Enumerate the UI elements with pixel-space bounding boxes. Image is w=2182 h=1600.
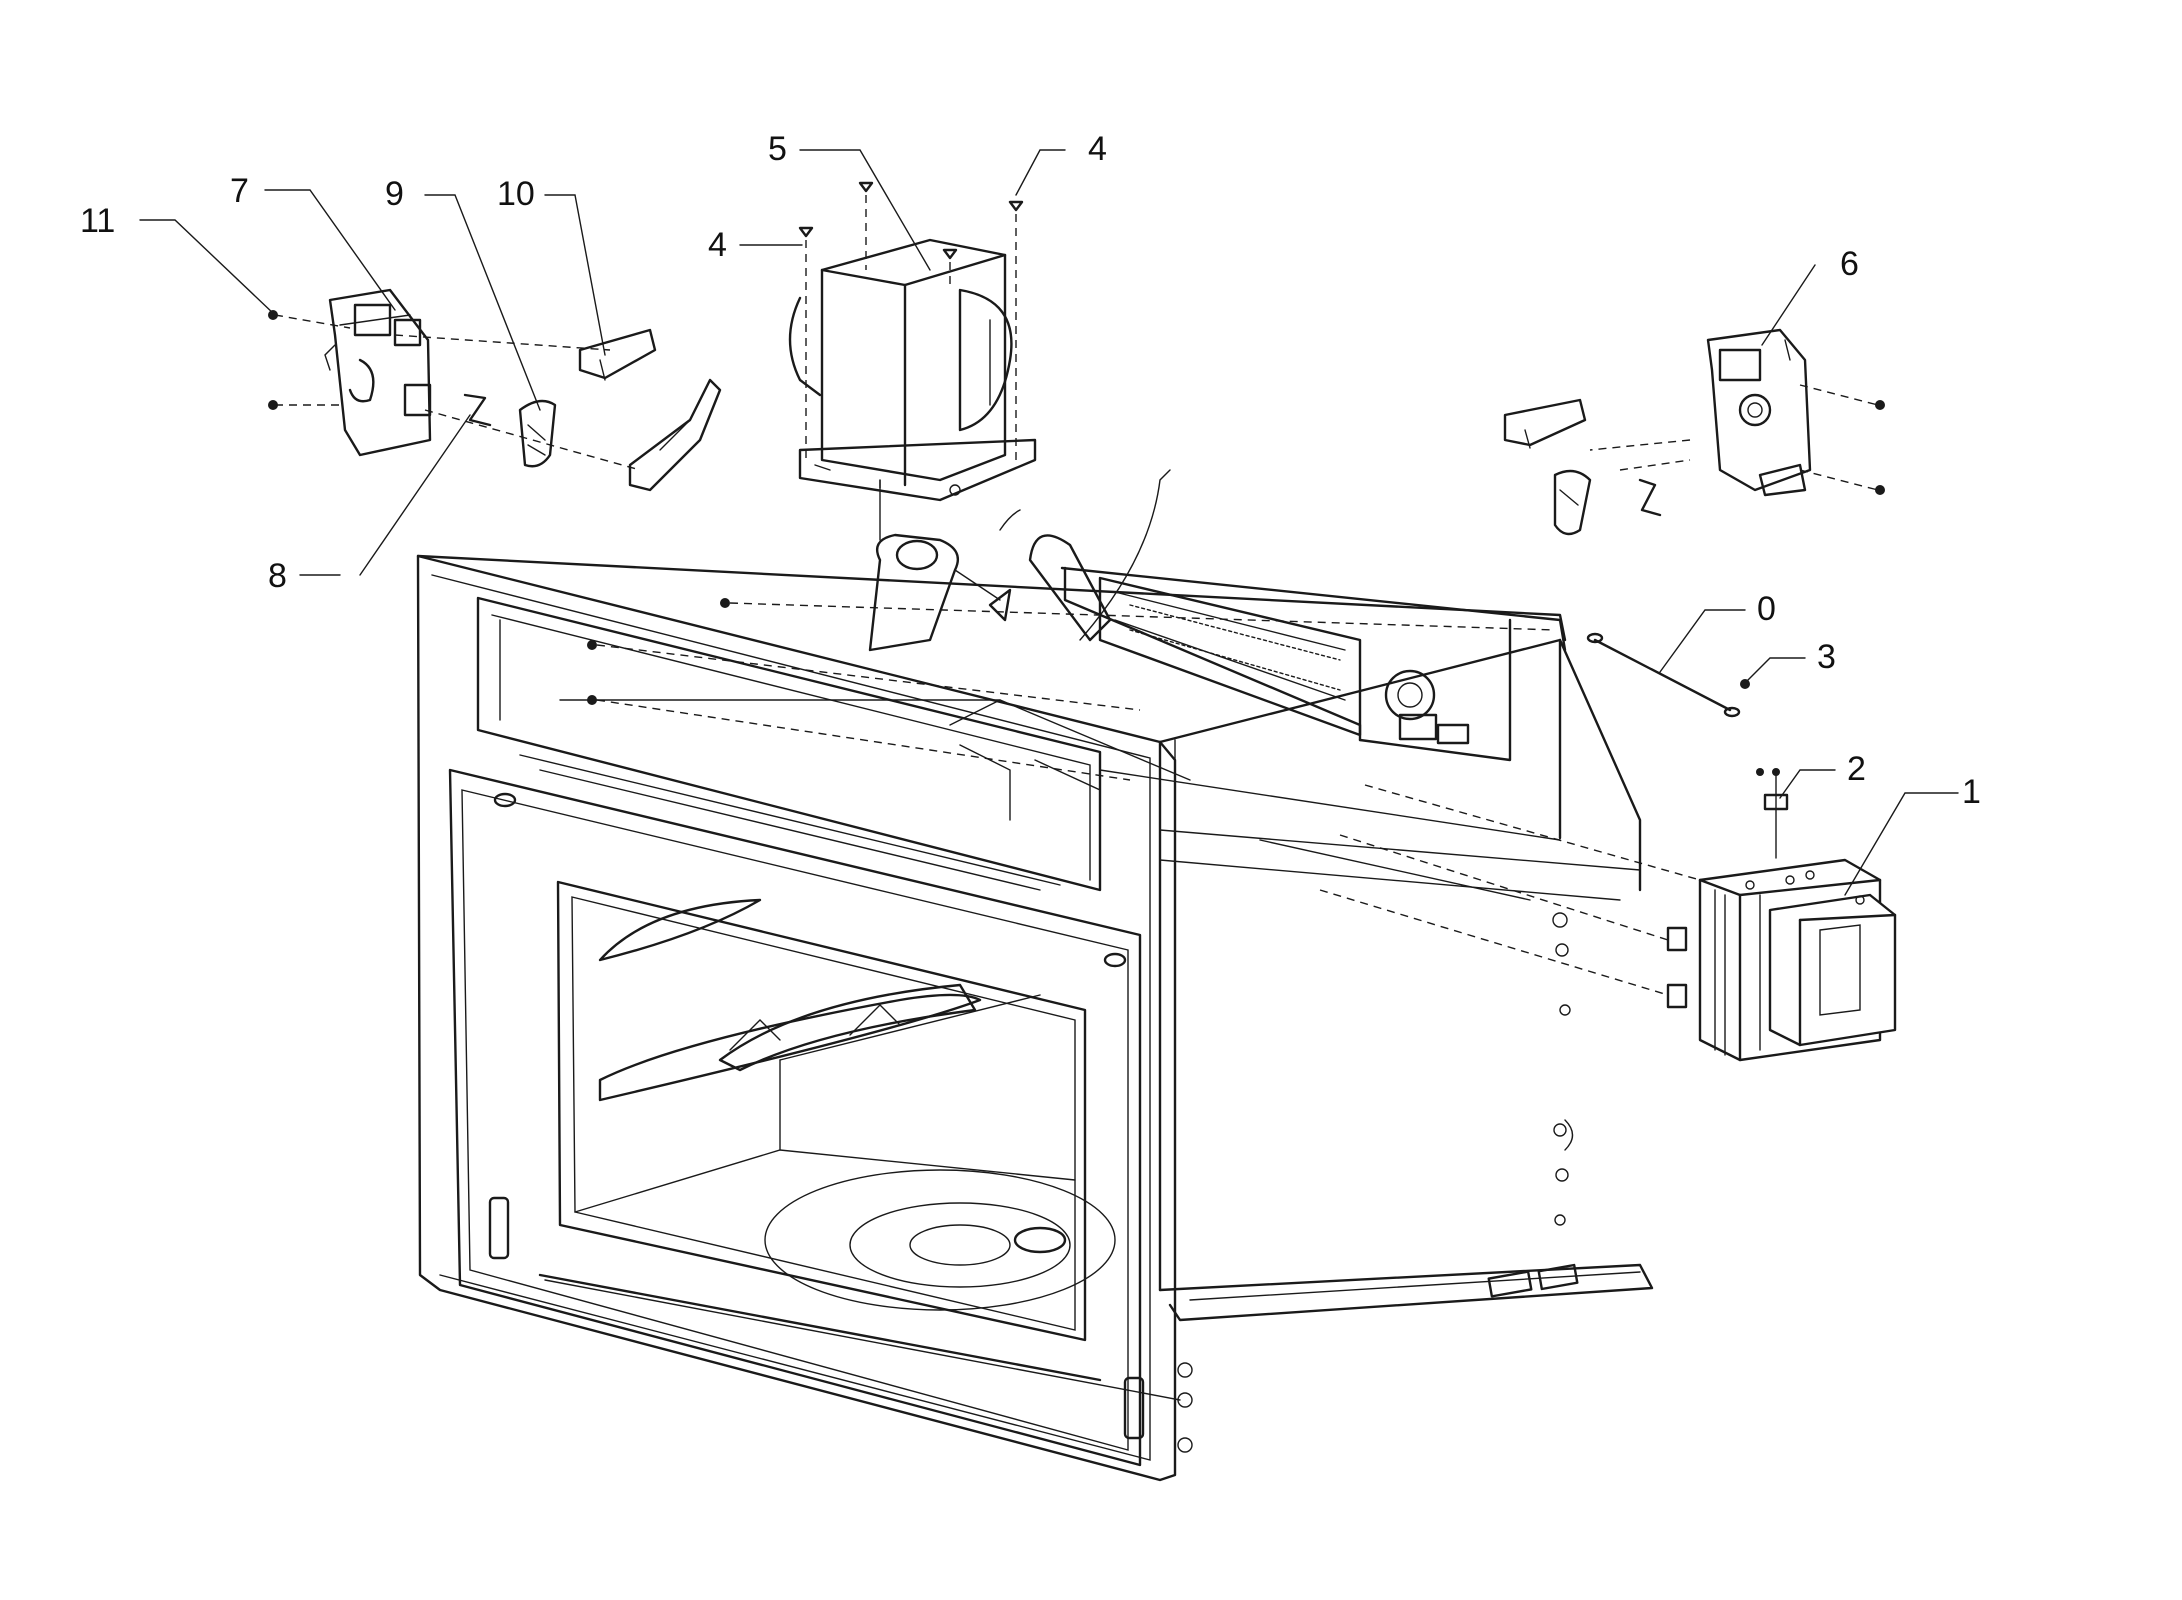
callout-2: 2 xyxy=(1847,750,1866,788)
callout-6: 6 xyxy=(1840,245,1859,283)
callout-11: 11 xyxy=(80,202,115,240)
screws-and-leaders xyxy=(587,181,1701,996)
callout-9: 9 xyxy=(385,175,404,213)
callout-5: 5 xyxy=(768,130,787,168)
callout-4-left: 4 xyxy=(708,226,727,264)
oven-chassis xyxy=(416,554,1654,1482)
callout-leaders xyxy=(139,149,1959,896)
probe-and-screw xyxy=(1586,632,1750,718)
control-board xyxy=(1060,566,1567,762)
callout-7: 7 xyxy=(230,172,249,210)
callout-4-upper: 4 xyxy=(1088,130,1107,168)
callout-10: 10 xyxy=(497,175,535,213)
left-switch-assembly xyxy=(268,288,722,492)
transformer xyxy=(788,238,1037,502)
callout-1: 1 xyxy=(1962,773,1981,811)
capacitor xyxy=(868,469,1171,652)
magnetron xyxy=(1666,858,1897,1062)
callout-8: 8 xyxy=(268,557,287,595)
right-switch-assembly xyxy=(1503,328,1885,536)
callout-3: 3 xyxy=(1817,638,1836,676)
callout-labels: 11 7 9 10 5 4 4 6 8 0 3 2 1 xyxy=(80,130,1981,811)
thermal-cutout xyxy=(1756,768,1789,859)
callout-0: 0 xyxy=(1757,590,1776,628)
